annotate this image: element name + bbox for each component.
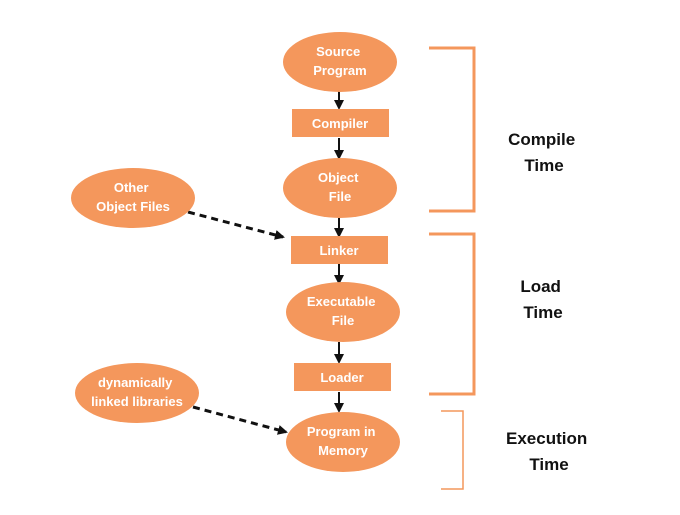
svg-text:dynamically linked libra: dynamically linked libraries [91,375,183,409]
dynamic-libraries-shape [75,363,199,423]
load-time-label-1: Load [520,277,561,296]
program-in-memory-label-1: Program in [307,424,376,439]
object-file-label-2: File [329,189,351,204]
arrow-other-objects-to-linker [187,210,285,240]
node-linker: Linker [291,236,388,264]
node-source-program: Source Program [283,32,397,92]
svg-text:Compiler: Compiler [312,116,368,131]
source-program-shape [283,32,397,92]
node-loader: Loader [294,363,391,391]
executable-file-shape [286,282,400,342]
load-time-bracket [429,232,476,396]
svg-text:Source Program: Source Program [313,44,366,78]
source-program-label-1: Source [316,44,360,59]
arrow-dynamic-libs-to-memory [192,405,288,435]
linker-label: Linker [319,243,358,258]
compile-time-label-2: Time [524,156,563,175]
svg-text:Object File: Object File [318,170,362,204]
svg-text:Loader: Loader [320,370,363,385]
node-object-file: Object File [283,158,397,218]
dynamic-libraries-label-1: dynamically [98,375,173,390]
linker-shape [291,236,388,264]
phase-brackets [429,46,476,490]
execution-time-bracket [441,410,464,490]
compile-time-bracket [429,46,476,213]
execution-time-label-1: Execution [506,429,587,448]
object-file-shape [283,158,397,218]
dynamic-libraries-label-2: linked libraries [91,394,183,409]
phase-labels: Compile Time Load Time Execution Time [506,130,592,474]
svg-text:Executable File: Executable File [307,294,379,328]
node-compiler: Compiler [292,109,389,137]
loader-label: Loader [320,370,363,385]
compiler-shape [292,109,389,137]
svg-text:Linker: Linker [319,243,358,258]
executable-file-label-2: File [332,313,354,328]
other-object-files-shape [71,168,195,228]
svg-text:Compile Time: Compile Time [508,130,580,175]
node-executable-file: Executable File [286,282,400,342]
executable-file-label-1: Executable [307,294,376,309]
compiler-label: Compiler [312,116,368,131]
program-in-memory-label-2: Memory [318,443,369,458]
source-program-label-2: Program [313,63,366,78]
load-time-label-2: Time [523,303,562,322]
svg-text:Execution Time: Execution Time [506,429,592,474]
svg-text:Other Object Files: Other Object Files [96,180,170,214]
other-object-files-label-2: Object Files [96,199,170,214]
object-file-label-1: Object [318,170,359,185]
dashed-arrows [187,210,288,435]
compile-time-label-1: Compile [508,130,575,149]
program-in-memory-shape [286,412,400,472]
svg-text:Program in Memory: Program in Memory [307,424,379,458]
node-other-object-files: Other Object Files [71,168,195,228]
other-object-files-label-1: Other [114,180,149,195]
node-program-in-memory: Program in Memory [286,412,400,472]
loader-shape [294,363,391,391]
execution-time-label-2: Time [529,455,568,474]
node-dynamic-libraries: dynamically linked libraries [75,363,199,423]
svg-text:Load Time: Load Time [520,277,565,322]
